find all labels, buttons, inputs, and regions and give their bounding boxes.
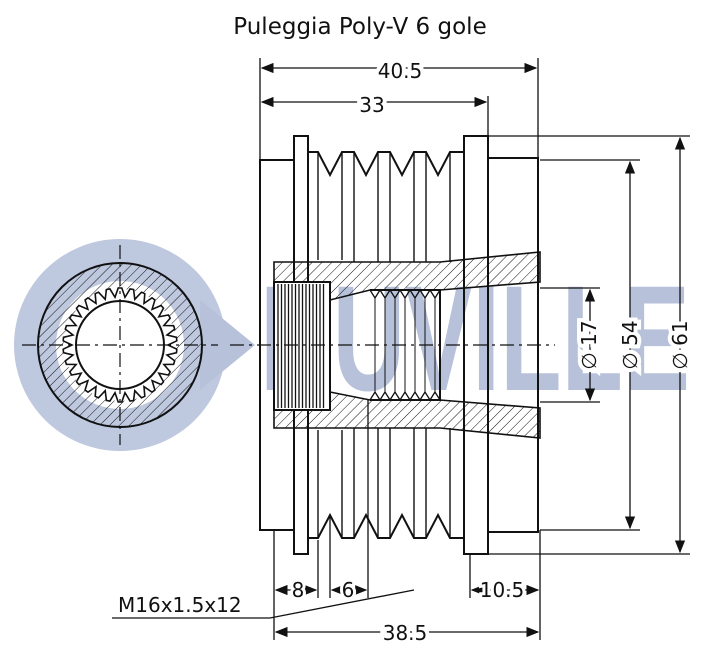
dim-bore-diameter: ∅ 17 <box>577 320 601 369</box>
dimension-lines <box>112 58 690 640</box>
side-view <box>230 135 555 555</box>
dim-flange-width: 8 <box>292 578 305 602</box>
dim-groove-section: 38.5 <box>383 621 428 645</box>
dim-groove-diameter: ∅ 54 <box>618 320 642 369</box>
dim-pulley-length: 33 <box>359 93 384 117</box>
dim-outer-diameter: ∅ 61 <box>668 320 692 369</box>
thread-callout: M16x1.5x12 <box>118 593 242 617</box>
end-view <box>22 245 218 445</box>
drawing-title: Puleggia Poly-V 6 gole <box>233 14 486 40</box>
dim-groove-pitch: 6 <box>342 578 355 602</box>
dim-overall-length: 40.5 <box>378 59 423 83</box>
dim-front-offset: 10.5 <box>480 578 525 602</box>
